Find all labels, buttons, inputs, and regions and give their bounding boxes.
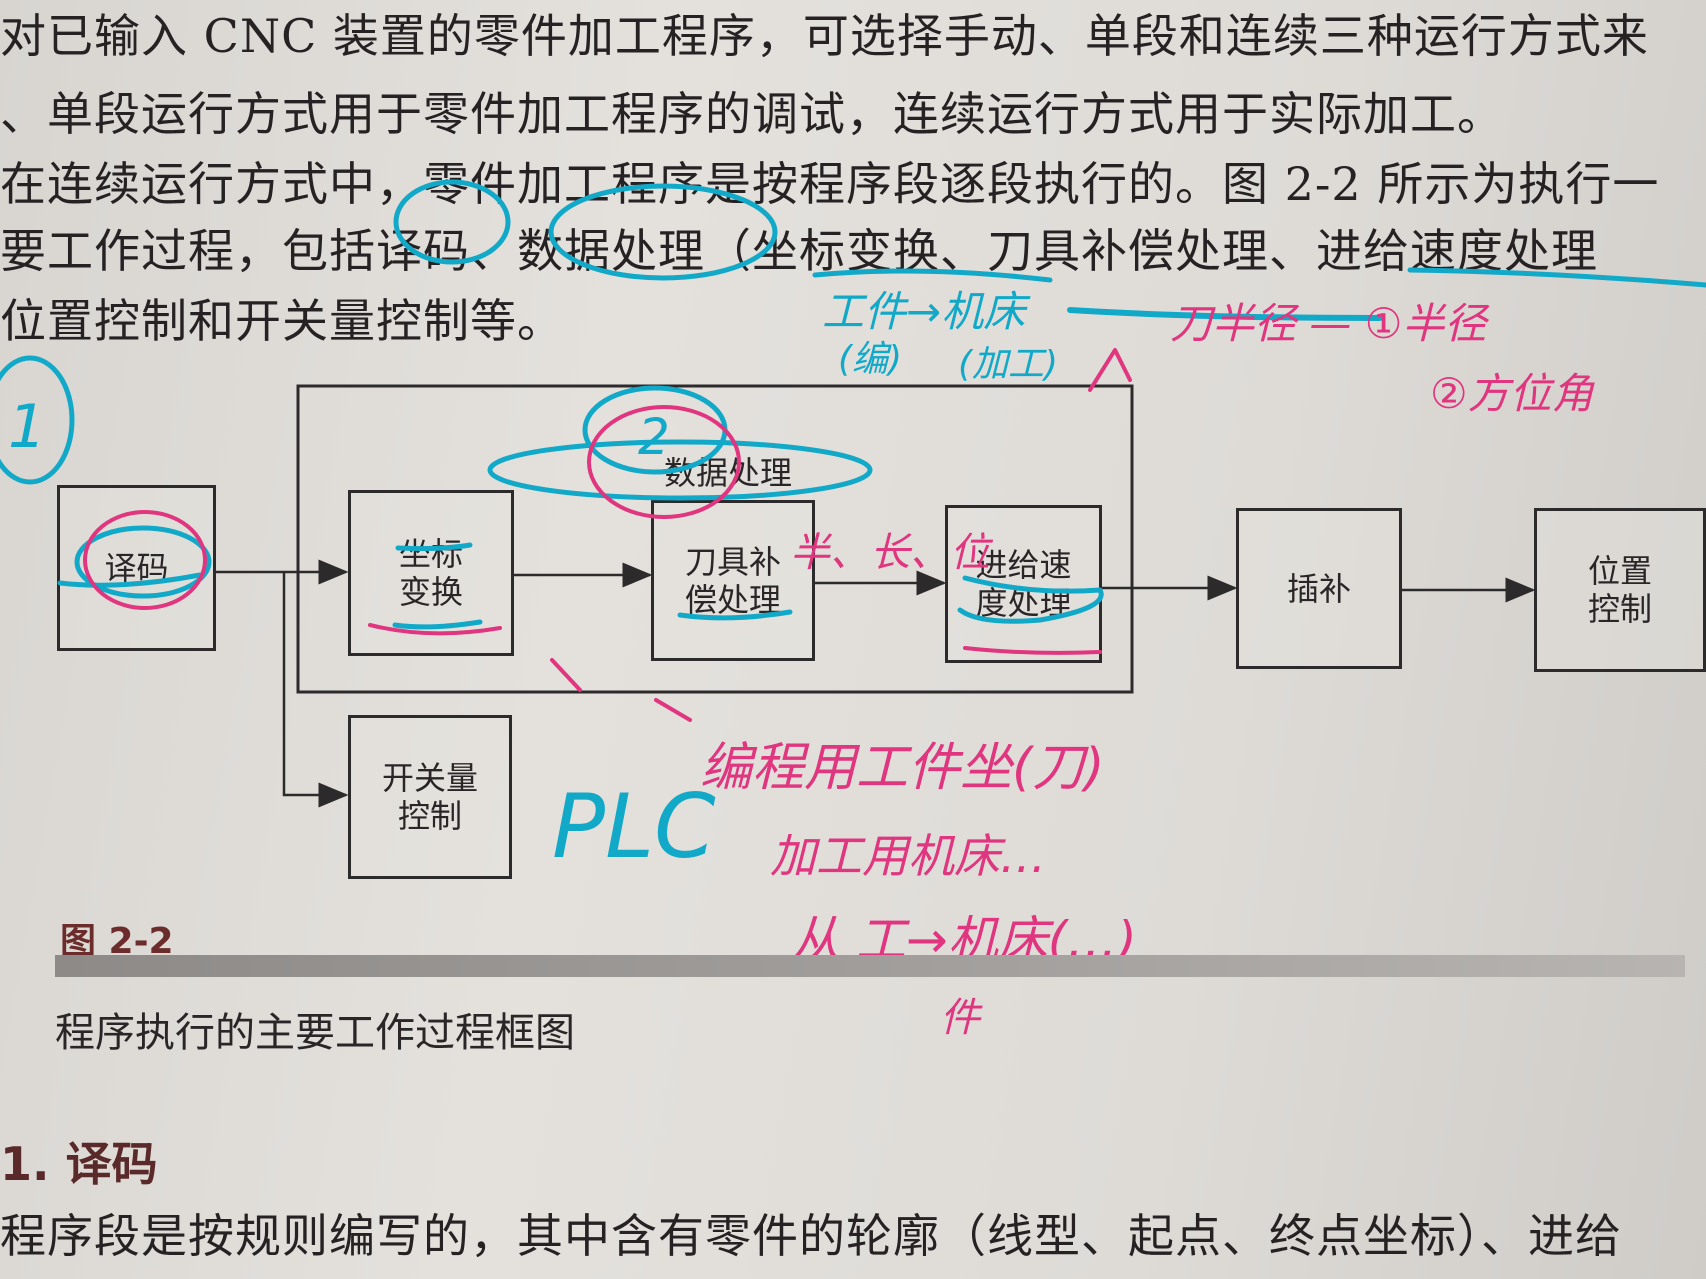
section-title: 1. 译码 (0, 1137, 158, 1191)
annotation-plc: PLC (552, 775, 716, 878)
figure-title: 程序执行的主要工作过程框图 (55, 1010, 575, 1056)
interpolation-box: 插补 (1236, 508, 1402, 669)
paragraph-line-4: 要工作过程，包括译码、数据处理（坐标变换、刀具补偿处理、进给速度处理 (0, 224, 1598, 278)
annotation-workpiece-machine: 工件→机床 (822, 287, 1026, 336)
position-control-label: 位置 控制 (1587, 552, 1652, 628)
tool-compensation-box: 刀具补 偿处理 (651, 500, 815, 661)
paragraph-line-5: 位置控制和开关量控制等。 (0, 294, 564, 348)
annotation-pink-3: 半、长、位 (790, 530, 990, 576)
annotation-pink-7: 件 (940, 995, 980, 1041)
tool-compensation-label: 刀具补 偿处理 (684, 542, 781, 619)
blue-circle-decode-box (74, 525, 212, 599)
annotation-circle-1: 1 (8, 392, 47, 462)
annotation-process: (加工) (958, 344, 1059, 385)
data-processing-frame (296, 384, 1134, 694)
annotation-edit: (编) (838, 339, 903, 380)
blue-circle-decode-text (393, 179, 511, 265)
caption-rule (55, 955, 1685, 977)
annotation-pink-5: 加工用机床… (770, 829, 1046, 883)
position-control-box: 位置 控制 (1534, 508, 1706, 672)
blue-circle-number-1 (0, 355, 75, 485)
paragraph-line-3: 在连续运行方式中，零件加工程序是按程序段逐段执行的。图 2-2 所示为执行一 (0, 157, 1660, 211)
paragraph-line-1: 对已输入 CNC 装置的零件加工程序，可选择手动、单段和连续三种运行方式来 (0, 9, 1649, 63)
paragraph-line-2: 、单段运行方式用于零件加工程序的调试，连续运行方式用于实际加工。 (0, 87, 1504, 141)
annotation-pink-1: 刀半径 — ①半径 (1170, 299, 1487, 348)
annotation-circle-2: 2 (638, 408, 670, 466)
annotation-pink-2: ②方位角 (1430, 369, 1594, 418)
annotation-pink-4: 编程用工件坐(刀) (700, 738, 1105, 798)
interpolation-label: 插补 (1286, 569, 1351, 608)
switch-control-label: 开关量 控制 (381, 759, 478, 835)
coordinate-transform-label: 坐标 变换 (398, 535, 463, 611)
feed-speed-box: 进给速 度处理 (945, 505, 1102, 663)
blue-circle-data-processing-label (487, 439, 873, 501)
switch-control-box: 开关量 控制 (348, 715, 512, 879)
section-first-line: 程序段是按规则编写的，其中含有零件的轮廓（线型、起点、终点坐标）、进给 (0, 1209, 1622, 1263)
blue-circle-data-processing-text (548, 183, 778, 281)
data-processing-label: 数据处理 (664, 454, 793, 492)
